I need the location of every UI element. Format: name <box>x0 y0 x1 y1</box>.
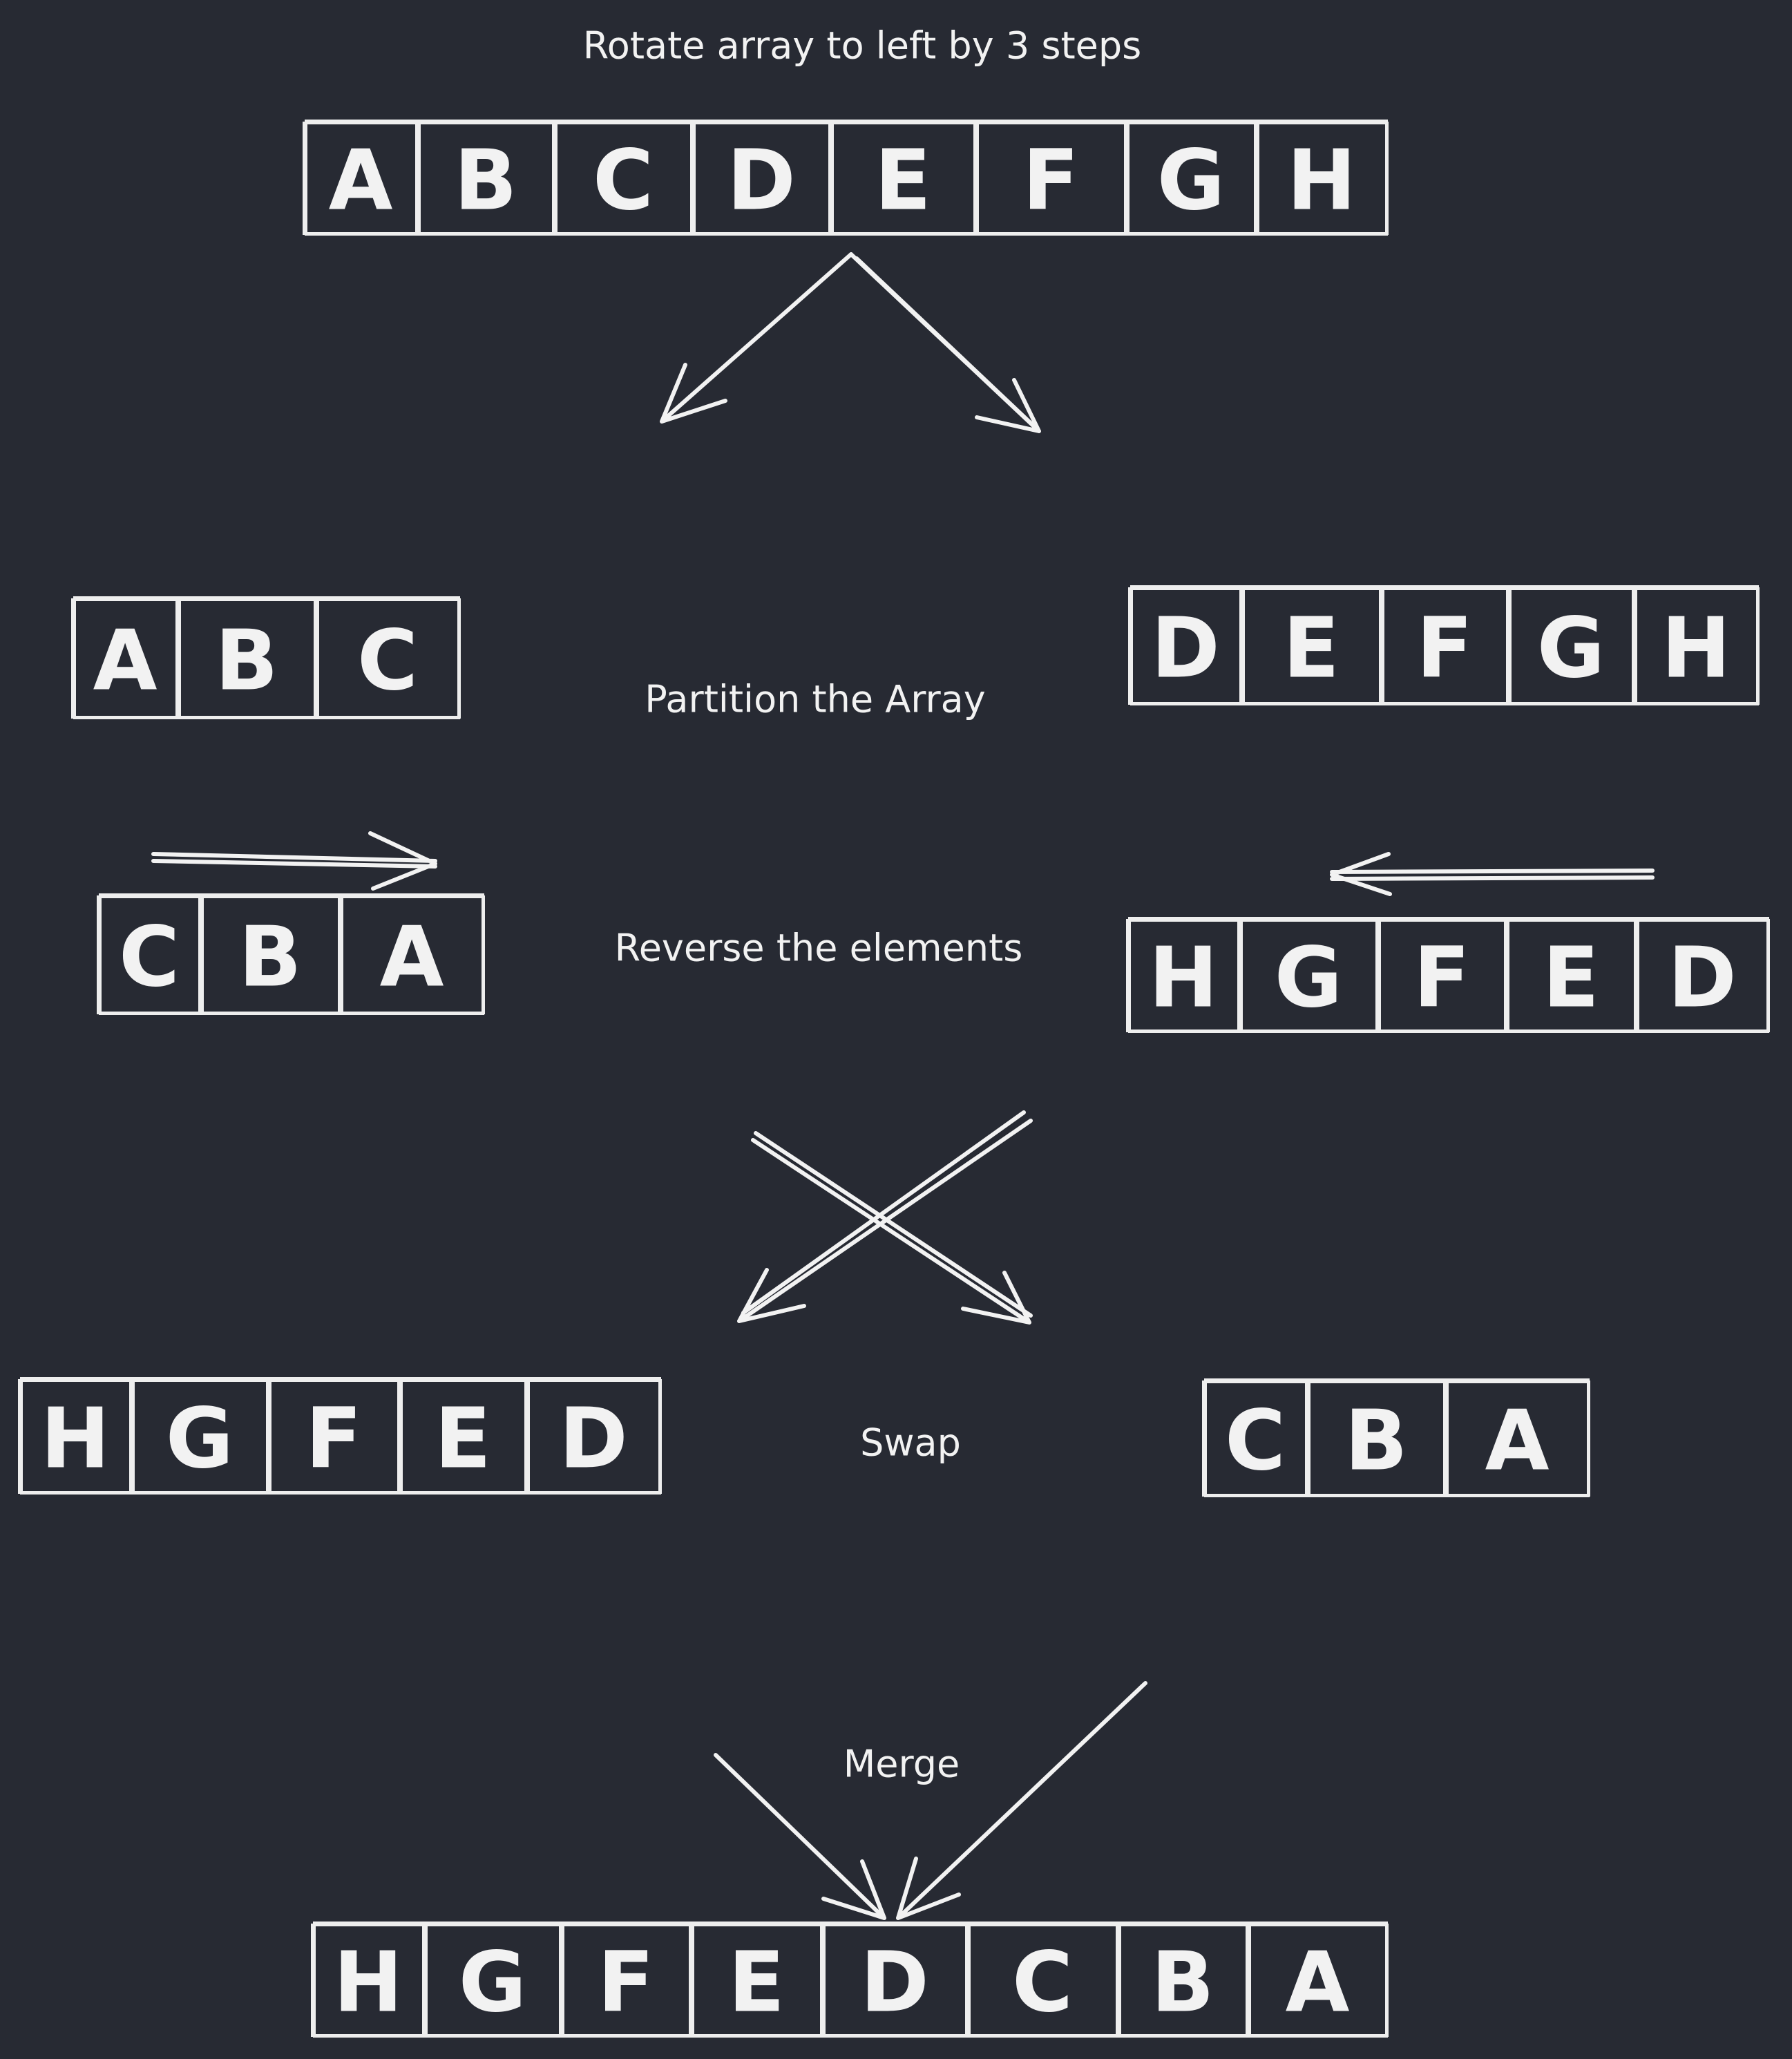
array-cell-letter: C <box>1012 1935 1073 2031</box>
array-cell-letter: E <box>1543 931 1599 1027</box>
merge-arrow-right <box>896 1681 1147 1920</box>
array-cell-outline <box>316 596 460 719</box>
right-direction-arrow <box>151 831 437 891</box>
split-arrow-right <box>849 252 1041 433</box>
left-direction-arrow <box>1330 852 1655 896</box>
array-cell-letter: B <box>215 614 278 710</box>
array-cell-letter: E <box>728 1935 785 2031</box>
array-cell-outline <box>527 1377 661 1495</box>
array-cell-letter: C <box>593 133 654 229</box>
array-cell-letter: A <box>93 614 158 710</box>
array-cell-letter: D <box>860 1935 929 2031</box>
reverse-label: Reverse the elements <box>615 927 1023 970</box>
array-cell-letter: E <box>875 133 931 229</box>
array-cell-letter: B <box>454 133 517 229</box>
swap-label: Swap <box>860 1421 961 1465</box>
array-cell-letter: A <box>380 910 444 1006</box>
array-cell-outline <box>1248 1922 1388 2038</box>
swap-arrows <box>737 1110 1033 1325</box>
array-cell-outline <box>1257 120 1388 236</box>
array-cell-letter: A <box>329 133 393 229</box>
swap-arrow-to-right <box>751 1131 1033 1325</box>
array-cell-letter: D <box>1151 601 1220 697</box>
array-cell-letter: F <box>305 1392 362 1488</box>
array-cell-letter: A <box>1485 1394 1550 1490</box>
array-cell-letter: B <box>1344 1394 1407 1490</box>
split-arrow-left <box>660 252 853 424</box>
merge-arrows <box>714 1681 1147 1920</box>
merge-arrow-left <box>714 1753 886 1920</box>
array-cell-letter: G <box>166 1392 234 1488</box>
array-cell-letter: B <box>238 910 301 1006</box>
array-cell-letter: G <box>1537 601 1605 697</box>
array-cell-letter: E <box>1283 601 1340 697</box>
array-cell-outline <box>341 893 484 1015</box>
array-cell-letter: H <box>1661 601 1731 697</box>
array-cell-letter: H <box>334 1935 403 2031</box>
array-cell-letter: F <box>1413 931 1470 1027</box>
array-cell-letter: F <box>1416 601 1473 697</box>
array-cell-letter: C <box>357 614 418 710</box>
array-cell-letter: H <box>1149 931 1218 1027</box>
array-cell-outline <box>1634 585 1759 705</box>
array-cell-letter: A <box>1286 1935 1350 2031</box>
array-cell-outline <box>1637 917 1769 1033</box>
array-cell-letter: C <box>119 910 180 1006</box>
split-arrows <box>660 252 1041 433</box>
array-cell-letter: C <box>1225 1394 1286 1490</box>
array-cell-letter: H <box>1287 133 1356 229</box>
partition-label: Partition the Array <box>645 678 985 721</box>
array-cell-outline <box>1446 1378 1590 1497</box>
merge-label: Merge <box>843 1743 960 1786</box>
array-cell-letter: F <box>598 1935 654 2031</box>
array-cell-letter: F <box>1022 133 1079 229</box>
array-cell-letter: G <box>459 1935 527 2031</box>
array-cell-letter: B <box>1151 1935 1214 2031</box>
reverse-direction-arrows <box>151 831 1655 896</box>
array-cell-letter: G <box>1157 133 1226 229</box>
array-cell-letter: H <box>41 1392 110 1488</box>
array-cell-letter: D <box>1668 931 1737 1027</box>
diagram-title: Rotate array to left by 3 steps <box>583 24 1142 68</box>
array-cell-letter: D <box>727 133 796 229</box>
array-cell-letter: D <box>559 1392 628 1488</box>
array-cell-letter: G <box>1275 931 1343 1027</box>
array-cell-letter: E <box>435 1392 491 1488</box>
